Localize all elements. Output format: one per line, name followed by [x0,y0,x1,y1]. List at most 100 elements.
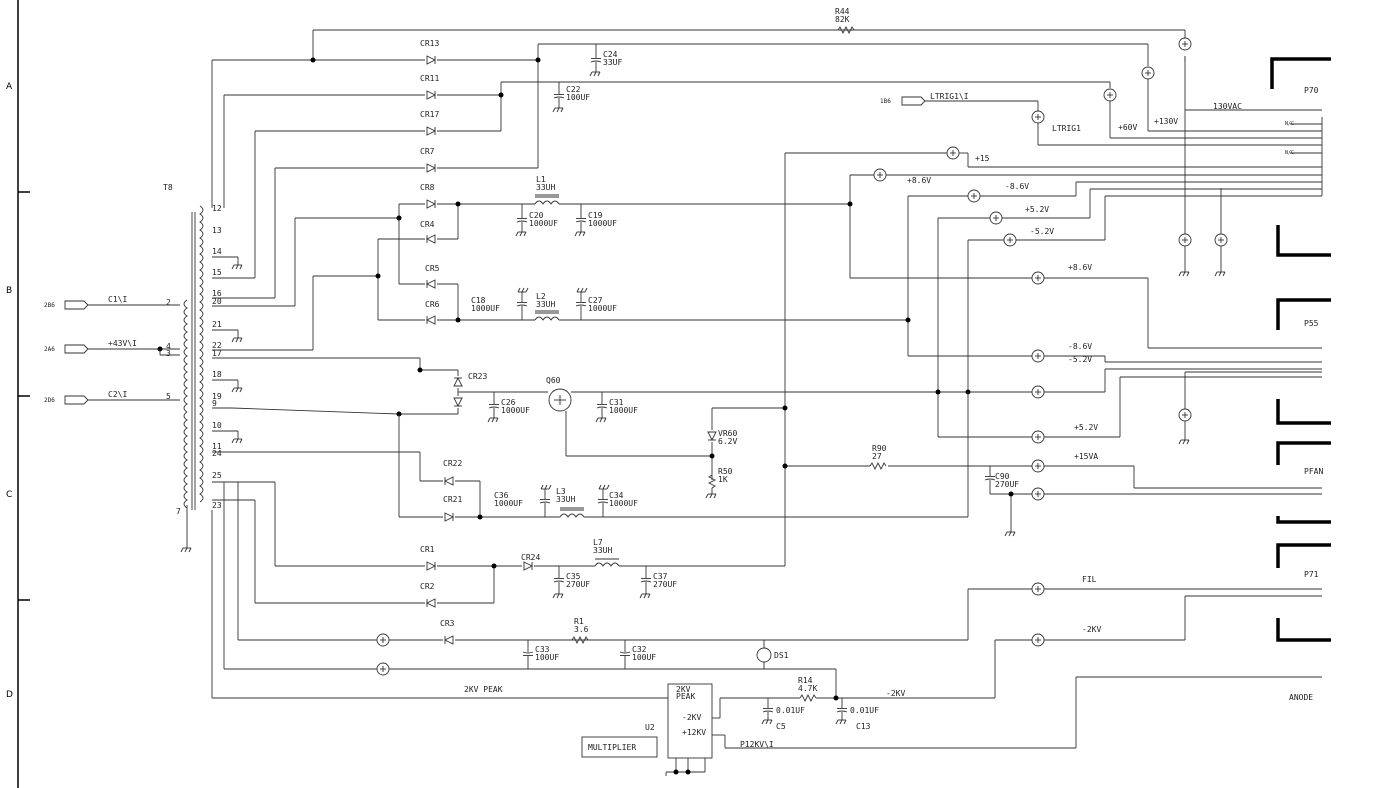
connector-p70: P70 [1304,86,1319,95]
svg-text:2KV: 2KV [676,685,691,694]
svg-text:1000UF: 1000UF [588,304,617,313]
svg-text:CR23: CR23 [468,372,487,381]
svg-text:24: 24 [212,449,222,458]
svg-text:CR1: CR1 [420,545,435,554]
svg-text:1000UF: 1000UF [609,499,638,508]
svg-text:R90: R90 [872,444,887,453]
svg-text:20: 20 [212,297,222,306]
svg-text:R14: R14 [798,676,813,685]
svg-text:L1: L1 [536,175,546,184]
svg-text:C2\I: C2\I [108,390,127,399]
connector-anode: ANODE [1289,693,1313,702]
svg-text:C1\I: C1\I [108,295,127,304]
svg-text:6.2V: 6.2V [718,437,737,446]
svg-text:+12KV: +12KV [682,728,706,737]
svg-text:10: 10 [212,421,222,430]
svg-text:21: 21 [212,320,222,329]
svg-text:-5.2V: -5.2V [1068,355,1092,364]
svg-text:C5: C5 [776,722,786,731]
svg-text:23: 23 [212,501,222,510]
svg-text:PEAK: PEAK [676,692,695,701]
svg-text:+43V\I: +43V\I [108,339,137,348]
svg-text:C35: C35 [566,572,581,581]
svg-text:CR3: CR3 [440,619,455,628]
svg-text:+8.6V: +8.6V [907,176,931,185]
input-connector-43v: 2A6 +43V\I [44,339,180,354]
svg-text:22: 22 [212,341,222,350]
svg-text:CR8: CR8 [420,183,435,192]
svg-text:L3: L3 [556,487,566,496]
svg-text:R1: R1 [574,617,584,626]
svg-text:LTRIG1: LTRIG1 [1052,124,1081,133]
svg-text:3.6: 3.6 [574,625,589,634]
svg-text:R50: R50 [718,467,733,476]
svg-text:2KV PEAK: 2KV PEAK [464,685,503,694]
svg-text:-8.6V: -8.6V [1068,342,1092,351]
svg-text:C27: C27 [588,296,603,305]
svg-text:5: 5 [166,392,171,401]
svg-text:270UF: 270UF [995,480,1019,489]
svg-text:+15: +15 [975,154,990,163]
svg-text:4: 4 [166,342,171,351]
svg-text:CR5: CR5 [425,264,440,273]
svg-text:9: 9 [212,399,217,408]
svg-text:7: 7 [176,507,181,516]
svg-text:U2: U2 [645,723,655,732]
svg-text:1000UF: 1000UF [609,406,638,415]
connector-brackets: P70 P55 PFAN P71 ANODE [1270,57,1331,702]
svg-text:-5.2V: -5.2V [1030,227,1054,236]
svg-text:C32: C32 [632,645,647,654]
svg-text:C90: C90 [995,472,1010,481]
svg-text:C31: C31 [609,398,624,407]
svg-text:L7: L7 [593,538,603,547]
svg-text:L2: L2 [536,292,546,301]
multiplier-box [581,736,658,758]
svg-text:270UF: 270UF [653,580,677,589]
svg-text:100UF: 100UF [566,93,590,102]
connector-pfan: PFAN [1304,467,1323,476]
svg-text:C13: C13 [856,722,871,731]
row-marker-a: A [6,82,13,92]
svg-text:+60V: +60V [1118,123,1137,132]
svg-text:2B6: 2B6 [44,302,55,309]
svg-text:+5.2V: +5.2V [1025,205,1049,214]
svg-text:CR24: CR24 [521,553,540,562]
svg-text:CR7: CR7 [420,147,435,156]
row-marker-d: D [6,690,13,700]
svg-text:25: 25 [212,471,222,480]
svg-text:1B6: 1B6 [880,98,891,105]
row-marker-b: B [6,286,12,296]
svg-text:18: 18 [212,370,222,379]
svg-text:CR21: CR21 [443,495,462,504]
svg-text:C37: C37 [653,572,668,581]
svg-text:+5.2V: +5.2V [1074,423,1098,432]
svg-text:Q60: Q60 [546,376,561,385]
svg-text:+130V: +130V [1154,117,1178,126]
svg-text:33UH: 33UH [556,495,575,504]
svg-text:C33: C33 [535,645,550,654]
connector-p55: P55 [1304,319,1319,328]
svg-text:CR4: CR4 [420,220,435,229]
svg-text:C24: C24 [603,50,618,59]
svg-text:33UF: 33UF [603,58,622,67]
svg-text:2: 2 [166,298,171,307]
net-labels: +130V +60V LTRIG1 +15 +8.6V -8.6V +5.2V … [907,102,1294,634]
svg-text:16: 16 [212,289,222,298]
svg-text:C36: C36 [494,491,509,500]
svg-text:270UF: 270UF [566,580,590,589]
svg-text:C20: C20 [529,211,544,220]
svg-text:11: 11 [212,442,222,451]
svg-text:100UF: 100UF [632,653,656,662]
svg-text:33UH: 33UH [536,183,555,192]
svg-text:1000UF: 1000UF [529,219,558,228]
svg-text:CR11: CR11 [420,74,439,83]
svg-text:0.01UF: 0.01UF [776,706,805,715]
svg-text:100UF: 100UF [535,653,559,662]
